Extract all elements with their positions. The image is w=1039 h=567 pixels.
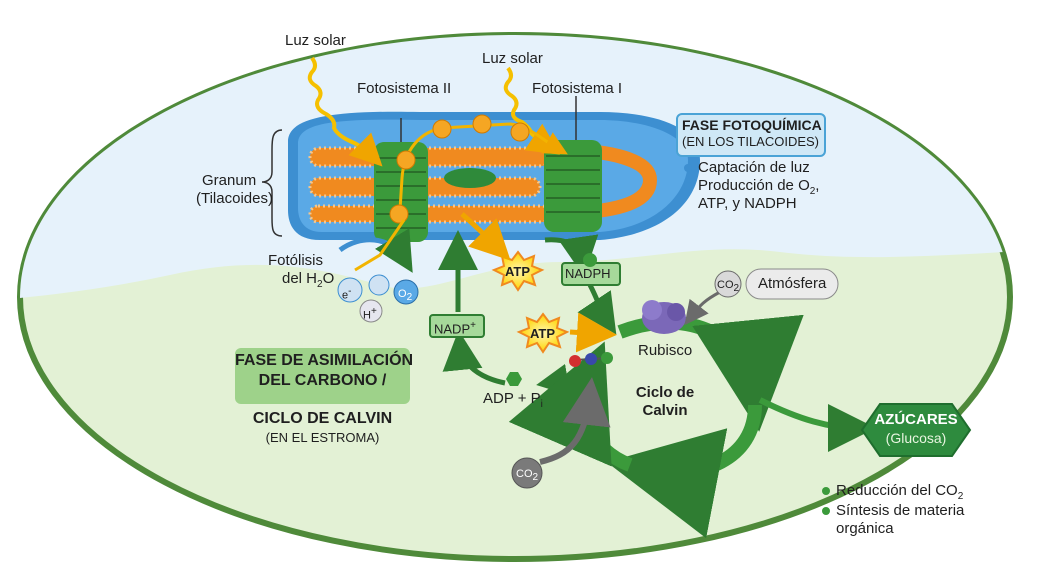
electron-carriers [389,114,530,224]
nadph-label: NADPH [565,266,611,281]
photolysis-label-2: del H2O [282,270,335,290]
nadp-label: NADP+ [434,320,476,337]
light-phase-bullet-1: Captación de luz [684,159,810,177]
photolysis-label: Fotólisis [268,252,324,269]
calvin-cycle-label-2: Calvin [642,402,688,419]
granum-sublabel: (Tilacoides) [196,190,273,207]
co2-bottom-arrow [539,377,611,465]
calvin-cycle-label: Ciclo de [635,384,695,401]
co2-atmosphere-label: CO2 [717,279,740,295]
photosystem-1 [544,96,602,232]
nadp-box [429,314,485,338]
sunlight-ray-2 [503,66,560,155]
co2-bottom-label: CO2 [516,468,539,484]
water-photolysis [337,219,419,323]
dark-phase-title-2: DEL CARBONO / [258,372,387,389]
photosystem-2-label: Fotosistema II [357,80,452,97]
rubp-molecule [569,352,613,367]
sunlight-label-1: Luz solar [285,32,346,49]
atp-label-1: ATP [505,264,531,279]
light-phase-bullet-2-cont: ATP, y NADPH [698,195,797,212]
product-bullet-1: Reducción del CO2 [822,482,963,506]
sugars-title: AZÚCARES [874,411,958,428]
product-bullet-2-cont: orgánica [836,520,894,537]
atp-star-1 [491,250,545,292]
sunlight-ray-1 [307,56,383,167]
proton-label: H+ [363,306,377,322]
arrow-to-nadph [544,234,599,277]
product-bullet-2: Síntesis de materia [822,502,964,520]
sugars-subtitle: (Glucosa) [885,430,947,446]
co2-bottom-circle [511,457,543,489]
arrow-atp-to-calvin [569,312,617,353]
rubisco-enzyme [642,300,686,334]
dark-phase-subtitle: (EN EL ESTROMA) [265,430,380,445]
co2-atmosphere-arrow [684,290,721,326]
nadph-dot [583,253,597,267]
granum-label: Granum [202,172,257,189]
adp-label: ADP + Pi [483,390,543,410]
rubisco-label: Rubisco [638,342,693,359]
oxygen-label: O2 [398,288,413,304]
dark-phase-box [235,348,410,404]
co2-atmosphere-circle [714,270,742,298]
light-phase-bullet-2: Producción de O2, [684,177,819,201]
arrow-adp-to-nadp [442,330,506,386]
arrow-to-atp [460,212,511,261]
photosystem-1-label: Fotosistema I [532,80,623,97]
sugars-hexagon [860,403,972,457]
atmosphere-pill [745,268,839,300]
light-phase-subtitle: (EN LOS TILACOIDES) [682,134,820,149]
cytochrome-complex [444,168,496,188]
atp-label-2: ATP [530,326,556,341]
electron-label: e- [342,286,352,302]
atmosphere-label: Atmósfera [758,275,827,292]
dark-phase-title-3: CICLO DE CALVIN [252,410,393,427]
light-phase-box [676,113,826,157]
light-phase-title: FASE FOTOQUÍMICA [682,117,822,133]
sunlight-label-2: Luz solar [482,50,543,67]
dark-phase-title-1: FASE DE ASIMILACIÓN [235,352,414,369]
